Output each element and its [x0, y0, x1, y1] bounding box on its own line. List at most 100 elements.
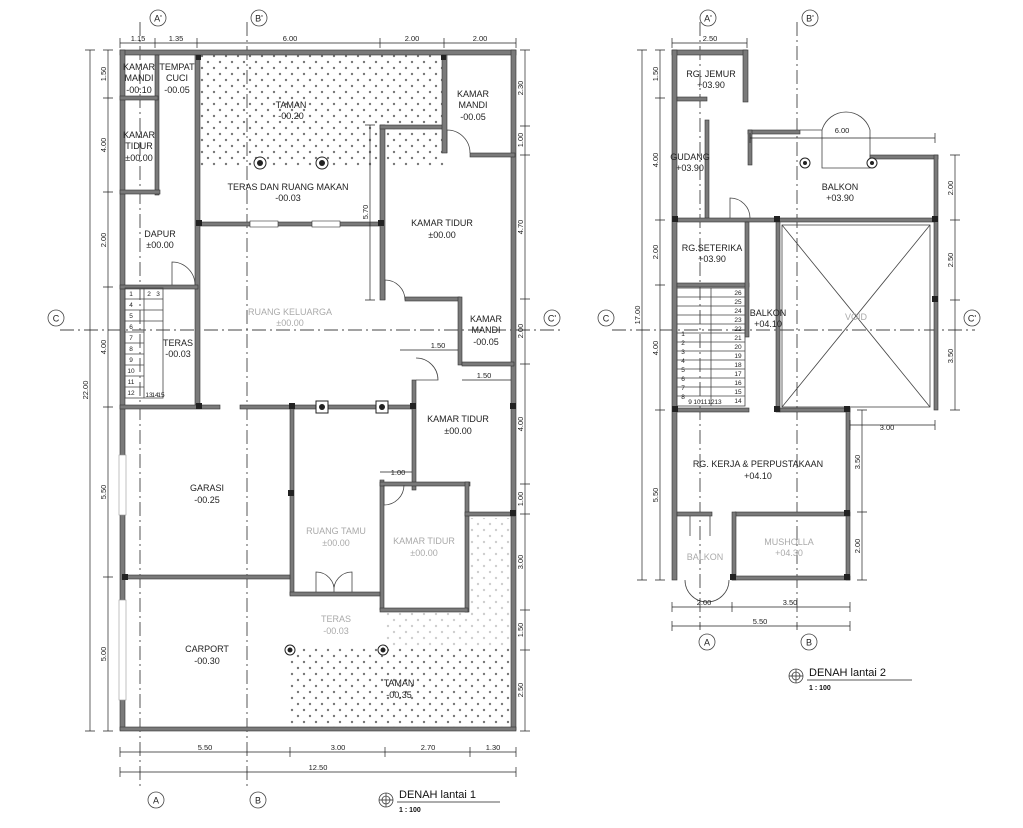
svg-text:13: 13	[145, 392, 153, 399]
svg-text:5.50: 5.50	[99, 485, 108, 500]
svg-text:4: 4	[681, 358, 685, 365]
room-kamar-mandi: KAMAR MANDI -00.05	[470, 314, 503, 347]
svg-text:24: 24	[734, 308, 742, 315]
svg-text:MANDI: MANDI	[472, 325, 501, 335]
room-rg-jemur: RG. JEMUR +03.90	[686, 69, 736, 90]
svg-text:20: 20	[734, 344, 742, 351]
svg-text:B: B	[806, 637, 812, 647]
svg-text:4.70: 4.70	[516, 220, 525, 235]
svg-text:11: 11	[128, 379, 135, 386]
svg-text:TIDUR: TIDUR	[125, 141, 153, 151]
svg-text:8: 8	[681, 394, 685, 401]
svg-text:±00.00: ±00.00	[146, 240, 173, 250]
svg-text:C: C	[603, 313, 610, 323]
svg-text:5.50: 5.50	[651, 488, 660, 503]
svg-text:12: 12	[707, 399, 715, 406]
grid-bubble: B	[800, 633, 818, 651]
grid-bubble: C'	[543, 309, 561, 327]
grid-bubble: A'	[699, 9, 717, 27]
dimensions-lantai-1: 1.15 1.35 6.00 2.00 2.00 5.50 3.00 2.70 …	[81, 34, 530, 777]
room-gudang: GUDANG +03.90	[670, 152, 710, 173]
room-musholla: MUSHOLLA +04.30	[764, 537, 814, 558]
svg-text:6.00: 6.00	[835, 126, 850, 135]
svg-text:B': B'	[806, 13, 814, 23]
svg-text:4.00: 4.00	[99, 138, 108, 153]
svg-text:1.50: 1.50	[431, 341, 446, 350]
svg-text:1 : 100: 1 : 100	[399, 807, 421, 814]
grid-bubble: A	[698, 633, 716, 651]
svg-text:7: 7	[681, 385, 685, 392]
svg-text:-00.05: -00.05	[473, 337, 499, 347]
svg-text:B: B	[255, 795, 261, 805]
svg-text:RG. JEMUR: RG. JEMUR	[686, 69, 736, 79]
svg-text:CARPORT: CARPORT	[185, 644, 229, 654]
svg-text:+03.90: +03.90	[826, 193, 854, 203]
svg-text:KAMAR: KAMAR	[470, 314, 503, 324]
svg-text:-00.03: -00.03	[275, 193, 301, 203]
svg-text:RUANG KELUARGA: RUANG KELUARGA	[248, 307, 332, 317]
svg-text:RUANG TAMU: RUANG TAMU	[306, 526, 366, 536]
svg-text:C': C'	[968, 313, 976, 323]
grid-bubble: A	[147, 791, 165, 809]
svg-text:11: 11	[701, 399, 708, 406]
svg-text:DENAH lantai 1: DENAH lantai 1	[399, 789, 476, 801]
svg-text:3.50: 3.50	[853, 455, 862, 470]
room-kamar-tidur: KAMAR TIDUR ±00.00	[427, 414, 489, 436]
svg-text:VOID: VOID	[845, 312, 868, 322]
svg-text:25: 25	[734, 299, 742, 306]
svg-text:A: A	[704, 637, 710, 647]
svg-text:BALKON: BALKON	[822, 182, 859, 192]
svg-text:5.50: 5.50	[753, 617, 768, 626]
svg-text:19: 19	[734, 353, 742, 360]
svg-text:C: C	[53, 313, 60, 323]
svg-text:±00.00: ±00.00	[428, 230, 455, 240]
svg-text:A': A'	[704, 13, 712, 23]
room-kamar-tidur: KAMAR TIDUR ±00.00	[411, 218, 473, 240]
svg-text:2.00: 2.00	[473, 34, 488, 43]
room-taman: TAMAN -00.35	[384, 678, 415, 700]
svg-text:1.50: 1.50	[99, 67, 108, 82]
room-teras-dan-ruang-makan: TERAS DAN RUANG MAKAN -00.03	[227, 182, 348, 203]
svg-text:4: 4	[129, 302, 133, 309]
svg-text:21: 21	[734, 335, 742, 342]
room-dapur: DAPUR ±00.00	[144, 229, 176, 250]
svg-text:TAMAN: TAMAN	[276, 100, 307, 110]
dimensions-lantai-2: 2.50 6.00 2.00 3.50 5.50 1.50 4.00 2.00 …	[633, 34, 960, 631]
svg-text:6: 6	[129, 324, 133, 331]
svg-text:4.00: 4.00	[651, 341, 660, 356]
room-rg-kerja-perpustakaan: RG. KERJA & PERPUSTAKAAN +04.10	[693, 459, 823, 481]
room-balkon: BALKON	[687, 552, 724, 562]
svg-text:1: 1	[129, 291, 133, 298]
room-balkon: BALKON +03.90	[822, 182, 859, 203]
svg-text:+04.10: +04.10	[744, 471, 772, 481]
svg-text:-00.03: -00.03	[323, 626, 349, 636]
plan-title-lantai-2: DENAH lantai 2 1 : 100	[788, 667, 912, 692]
svg-text:17: 17	[734, 371, 742, 378]
svg-text:13: 13	[714, 399, 722, 406]
svg-text:MANDI: MANDI	[459, 100, 488, 110]
svg-text:2.50: 2.50	[703, 34, 718, 43]
room-taman: TAMAN -00.20	[276, 100, 307, 121]
svg-text:MUSHOLLA: MUSHOLLA	[764, 537, 814, 547]
svg-text:1.35: 1.35	[169, 34, 184, 43]
svg-text:5: 5	[129, 313, 133, 320]
room-kamar-tidur: KAMAR TIDUR ±00.00	[123, 130, 156, 163]
svg-text:2.70: 2.70	[421, 743, 436, 752]
plan-title-lantai-1: DENAH lantai 1 1 : 100	[378, 789, 500, 814]
svg-text:5.00: 5.00	[99, 647, 108, 662]
svg-text:2.00: 2.00	[697, 598, 712, 607]
svg-text:8: 8	[129, 346, 133, 353]
svg-text:±00.00: ±00.00	[410, 548, 437, 558]
svg-text:GUDANG: GUDANG	[670, 152, 710, 162]
svg-text:DENAH lantai 2: DENAH lantai 2	[809, 667, 886, 679]
room-balkon: BALKON +04.10	[750, 308, 787, 329]
svg-text:22.00: 22.00	[81, 381, 90, 400]
svg-text:1.50: 1.50	[651, 67, 660, 82]
svg-text:2.00: 2.00	[405, 34, 420, 43]
room-kamar-mandi: KAMAR MANDI -00.10	[123, 62, 156, 95]
svg-text:KAMAR: KAMAR	[123, 130, 156, 140]
svg-text:DAPUR: DAPUR	[144, 229, 176, 239]
grid-bubble: B'	[801, 9, 819, 27]
grid-bubble: B	[249, 791, 267, 809]
svg-text:6.00: 6.00	[283, 34, 298, 43]
